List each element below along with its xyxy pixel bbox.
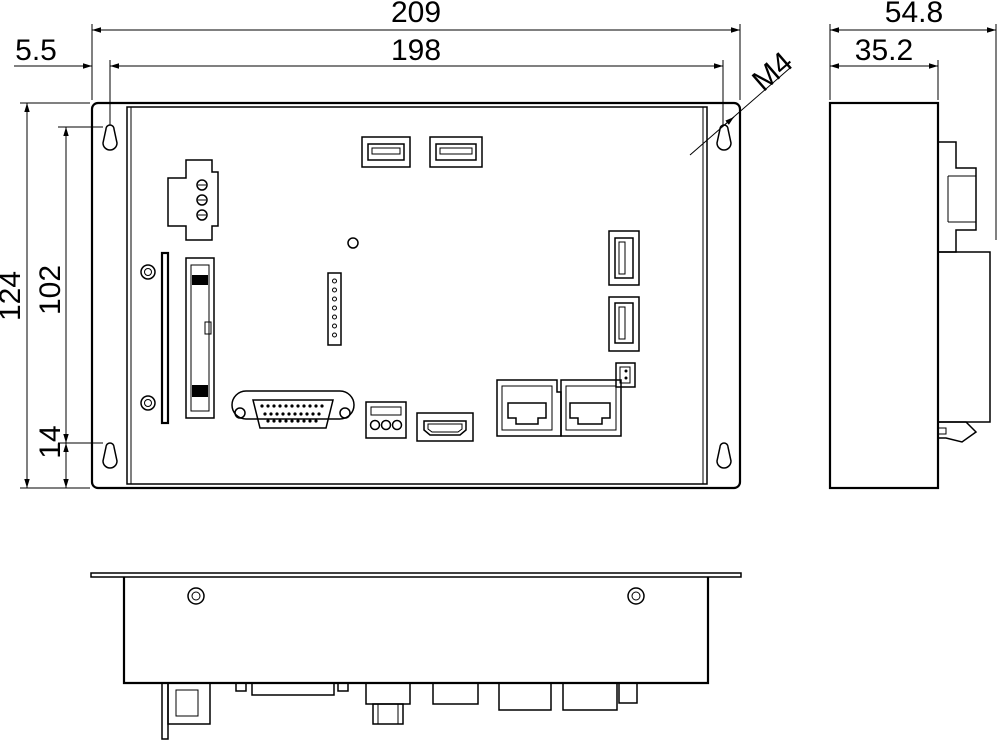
expansion-slot [140,251,170,425]
dim-label-124: 124 [0,271,27,321]
hdmi-port [416,412,474,442]
front-flange-outline [90,101,742,490]
m4-leader [689,67,791,156]
power-terminal-block [167,159,219,241]
dim-label-35-2: 35.2 [855,34,913,67]
card-tray [185,257,215,419]
bottom-flange [90,572,742,578]
usb-port-right-2 [608,296,640,352]
bottom-body [122,577,710,685]
pin-header [327,272,342,346]
bottom-view [90,572,742,740]
dim-label-14: 14 [34,425,67,458]
side-body [828,101,940,490]
keyhole-top-right [716,124,732,151]
ethernet-port-1 [496,379,562,437]
usb-port-right-1 [608,230,640,286]
ethernet-port-2 [560,379,622,437]
bottom-connectors [161,682,638,740]
front-panel-outline [126,106,708,485]
usb-port-top-1 [361,136,411,168]
small-connector [615,362,636,388]
dim-label-5-5: 5.5 [15,34,57,67]
side-dimensions: 54.8 35.2 [829,0,997,240]
db25-connector [231,390,355,429]
front-view [90,101,742,490]
terminal-block-bottom [365,401,407,439]
led-indicator [347,237,359,249]
dim-label-54-8: 54.8 [885,0,943,29]
keyhole-bottom-left [102,442,118,469]
dim-label-m4: M4 [746,46,799,98]
usb-port-top-2 [429,136,483,168]
side-view [828,101,991,490]
front-dimensions: 209 198 5.5 124 102 14 M4 [0,0,799,489]
dim-label-209: 209 [391,0,441,29]
keyhole-bottom-right [716,442,732,469]
dim-label-102: 102 [34,265,67,315]
dim-label-198: 198 [391,34,441,67]
keyhole-top-left [102,124,118,151]
